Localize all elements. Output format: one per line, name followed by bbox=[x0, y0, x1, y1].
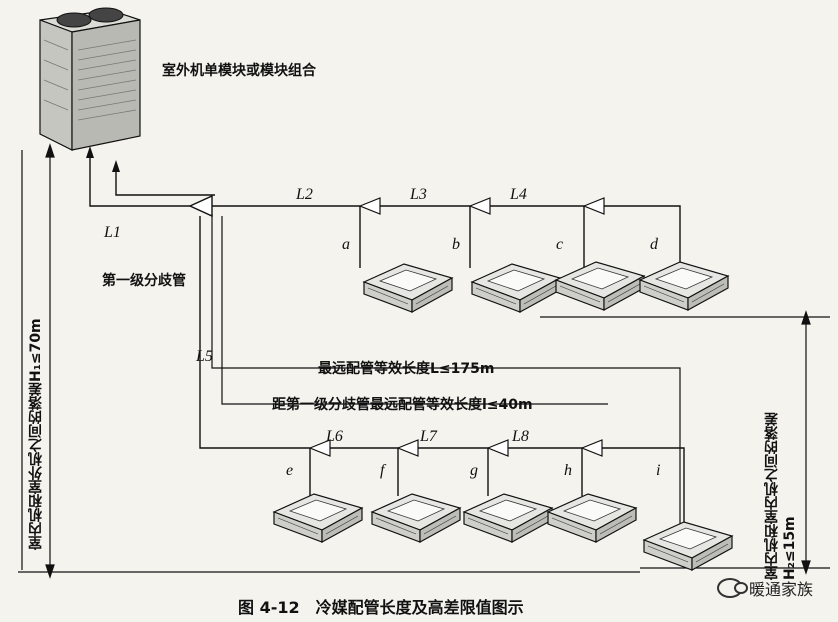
arrow-icon bbox=[86, 146, 94, 158]
farthest-length-label: 最远配管等效长度L≤175m bbox=[318, 361, 495, 377]
unit-label-a: a bbox=[342, 236, 350, 253]
pipe-label-L5: L5 bbox=[196, 348, 213, 365]
indoor-unit-d-icon bbox=[639, 261, 729, 311]
figure-caption: 图 4-12 冷媒配管长度及高差限值图示 bbox=[238, 598, 524, 617]
pipe-label-L7: L7 bbox=[420, 428, 437, 445]
upper-branch-run bbox=[212, 205, 681, 268]
branch-pipe-icon bbox=[308, 439, 603, 457]
first-branch-pipe-icon bbox=[188, 194, 213, 218]
unit-label-c: c bbox=[556, 236, 564, 253]
indoor-unit-f-icon bbox=[371, 493, 461, 543]
watermark: 暖通家族 bbox=[717, 576, 813, 600]
indoor-unit-a-icon bbox=[363, 263, 453, 313]
height-outdoor-indoor-label: 室内机和室外机之间的落差H₁≤70m bbox=[28, 318, 44, 550]
height-indoor-indoor-label: 室内机和室内机之间的落差H₂≤15m bbox=[764, 412, 798, 580]
indoor-unit-b-icon bbox=[471, 263, 561, 313]
unit-label-f: f bbox=[380, 462, 385, 479]
outdoor-unit-label: 室外机单模块或模块组合 bbox=[162, 63, 316, 79]
height-dimension-indoor-indoor bbox=[540, 310, 830, 575]
pipe-label-L6: L6 bbox=[326, 428, 343, 445]
unit-label-b: b bbox=[452, 236, 460, 253]
unit-label-i: i bbox=[656, 462, 661, 479]
unit-label-e: e bbox=[286, 462, 294, 479]
pipe-label-L2: L2 bbox=[296, 186, 313, 203]
indoor-unit-i-icon bbox=[643, 521, 733, 571]
arrow-icon bbox=[112, 160, 120, 172]
pipe-label-L3: L3 bbox=[410, 186, 427, 203]
unit-label-h: h bbox=[564, 462, 572, 479]
indoor-unit-h-icon bbox=[547, 493, 637, 543]
unit-label-g: g bbox=[470, 462, 478, 479]
pipe-label-L8: L8 bbox=[512, 428, 529, 445]
first-branch-label: 第一级分歧管 bbox=[102, 273, 186, 289]
outdoor-unit-icon bbox=[39, 7, 141, 151]
indoor-unit-g-icon bbox=[463, 493, 553, 543]
unit-label-d: d bbox=[650, 236, 658, 253]
main-pipe-L1 bbox=[89, 150, 215, 207]
pipe-label-L1: L1 bbox=[104, 224, 121, 241]
indoor-unit-e-icon bbox=[273, 493, 363, 543]
wechat-icon bbox=[717, 578, 748, 598]
indoor-unit-c-icon bbox=[555, 261, 645, 311]
branch-pipe-icon bbox=[358, 197, 605, 215]
watermark-text: 暖通家族 bbox=[749, 580, 814, 599]
height-dimension-outdoor-indoor bbox=[18, 143, 640, 579]
branch-to-farthest-label: 距第一级分歧管最远配管等效长度l≤40m bbox=[272, 397, 533, 413]
pipe-label-L4: L4 bbox=[510, 186, 527, 203]
